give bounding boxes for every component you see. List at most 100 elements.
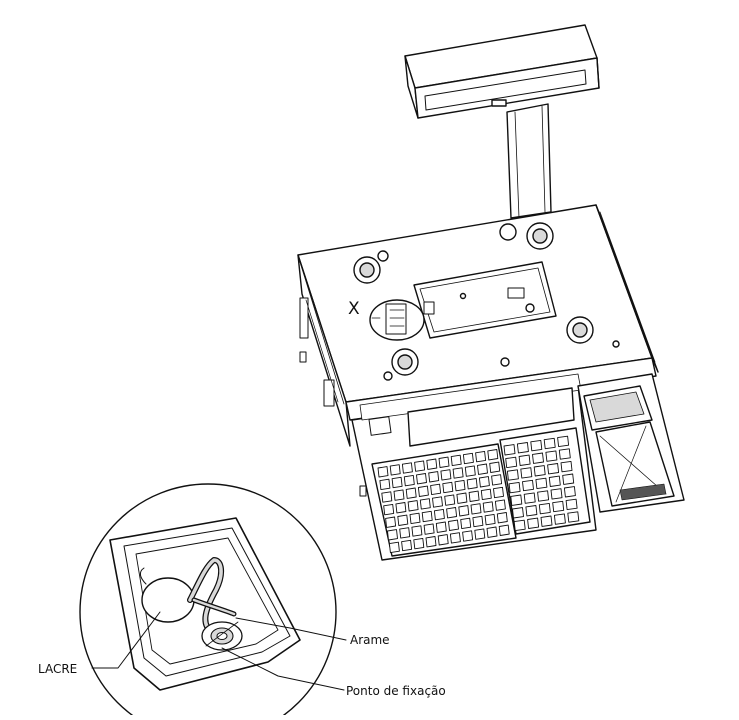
- numeric-key: [505, 456, 518, 469]
- keypad-key: [425, 536, 437, 548]
- numeric-key: [548, 475, 561, 487]
- numeric-key: [523, 492, 536, 504]
- numeric-key: [553, 513, 566, 525]
- keypad-key: [414, 460, 426, 472]
- seal-detail-zoom: [79, 483, 337, 720]
- keypad-key: [458, 505, 470, 517]
- numeric-key: [552, 500, 565, 513]
- numeric-key: [510, 494, 523, 506]
- seal-location-marker: X: [348, 299, 360, 319]
- keypad-key: [401, 462, 413, 474]
- keypad-key: [423, 523, 435, 535]
- numeric-key: [520, 467, 533, 479]
- keypad-key: [432, 496, 443, 508]
- numeric-key: [565, 498, 578, 511]
- numeric-key: [543, 437, 556, 450]
- keypad-key: [478, 476, 490, 488]
- numeric-key: [535, 477, 548, 490]
- keypad-key: [477, 463, 488, 475]
- keypad-key: [397, 514, 409, 526]
- keypad-key: [435, 521, 447, 533]
- rubber-feet: [353, 222, 620, 381]
- keypad-key: [379, 478, 391, 491]
- keypad-key: [446, 507, 458, 519]
- keypad-key: [452, 467, 464, 479]
- keypad-key: [472, 515, 484, 528]
- keypad-key: [407, 500, 419, 512]
- numeric-key: [550, 488, 563, 500]
- keypad-key: [460, 517, 472, 530]
- numeric-key: [538, 502, 551, 515]
- keypad-key: [433, 508, 445, 521]
- numeric-key: [527, 517, 540, 529]
- keypad-key: [462, 452, 474, 465]
- keypad-left: [371, 443, 517, 557]
- seal-point-detail-small: [369, 299, 435, 341]
- numeric-key: [518, 454, 531, 466]
- keypad-key: [389, 464, 401, 476]
- keypad-key: [403, 474, 415, 487]
- display-tower: [404, 24, 600, 219]
- arame-label: Arame: [350, 633, 390, 647]
- keypad-key: [448, 519, 459, 531]
- leader-lines: [91, 317, 381, 691]
- keypad-key: [377, 466, 389, 478]
- keypad-key: [462, 530, 474, 542]
- numeric-key: [567, 511, 580, 523]
- keypad-key: [387, 529, 398, 541]
- keypad-key: [440, 469, 452, 481]
- keypad-key: [470, 503, 482, 515]
- numeric-key: [530, 439, 543, 452]
- numeric-key: [540, 515, 553, 527]
- keypad-key: [474, 528, 486, 540]
- keypad-key: [449, 532, 461, 544]
- keypad-key: [464, 465, 476, 477]
- lacre-label: LACRE: [38, 662, 78, 676]
- keypad-key: [484, 513, 496, 526]
- keypad-key: [489, 461, 501, 473]
- scale-body: [297, 204, 685, 561]
- keypad-key: [385, 516, 397, 528]
- keypad-key: [487, 449, 499, 461]
- numeric-key: [547, 463, 560, 475]
- keypad-key: [456, 492, 468, 504]
- keypad-key: [401, 539, 413, 552]
- keypad-key: [428, 471, 440, 483]
- numeric-key: [512, 507, 524, 519]
- keypad-key: [444, 494, 456, 506]
- keypad-right: [499, 427, 591, 535]
- keypad-key: [395, 502, 407, 514]
- numeric-key: [516, 442, 529, 454]
- printer-section: [577, 373, 685, 513]
- keypad-key: [417, 485, 429, 497]
- keypad-key: [416, 473, 427, 485]
- keypad-key: [381, 491, 393, 503]
- keypad-key: [413, 537, 425, 550]
- keypad-key: [496, 512, 508, 524]
- keypad-key: [486, 526, 498, 538]
- numeric-key: [557, 435, 570, 448]
- numeric-key: [537, 490, 550, 502]
- numeric-key: [560, 460, 573, 473]
- keypad-key: [437, 534, 449, 546]
- keypad-key: [480, 488, 492, 501]
- numeric-key: [522, 479, 534, 492]
- keypad-key: [430, 483, 442, 496]
- keypad-key: [405, 487, 417, 499]
- numeric-key: [506, 469, 519, 481]
- numeric-key: [525, 505, 538, 517]
- keypad-key: [454, 479, 466, 492]
- numeric-key: [533, 465, 546, 477]
- keypad-key: [491, 474, 503, 486]
- keypad-key: [438, 456, 450, 468]
- keypad-key: [383, 503, 395, 516]
- keypad-key: [493, 486, 504, 499]
- keypad-key: [466, 478, 478, 490]
- ponto-fixacao-label: Ponto de fixação: [346, 684, 446, 698]
- numeric-key: [562, 473, 575, 485]
- numeric-key: [508, 481, 521, 494]
- numeric-key: [563, 486, 576, 498]
- keypad-key: [475, 450, 487, 463]
